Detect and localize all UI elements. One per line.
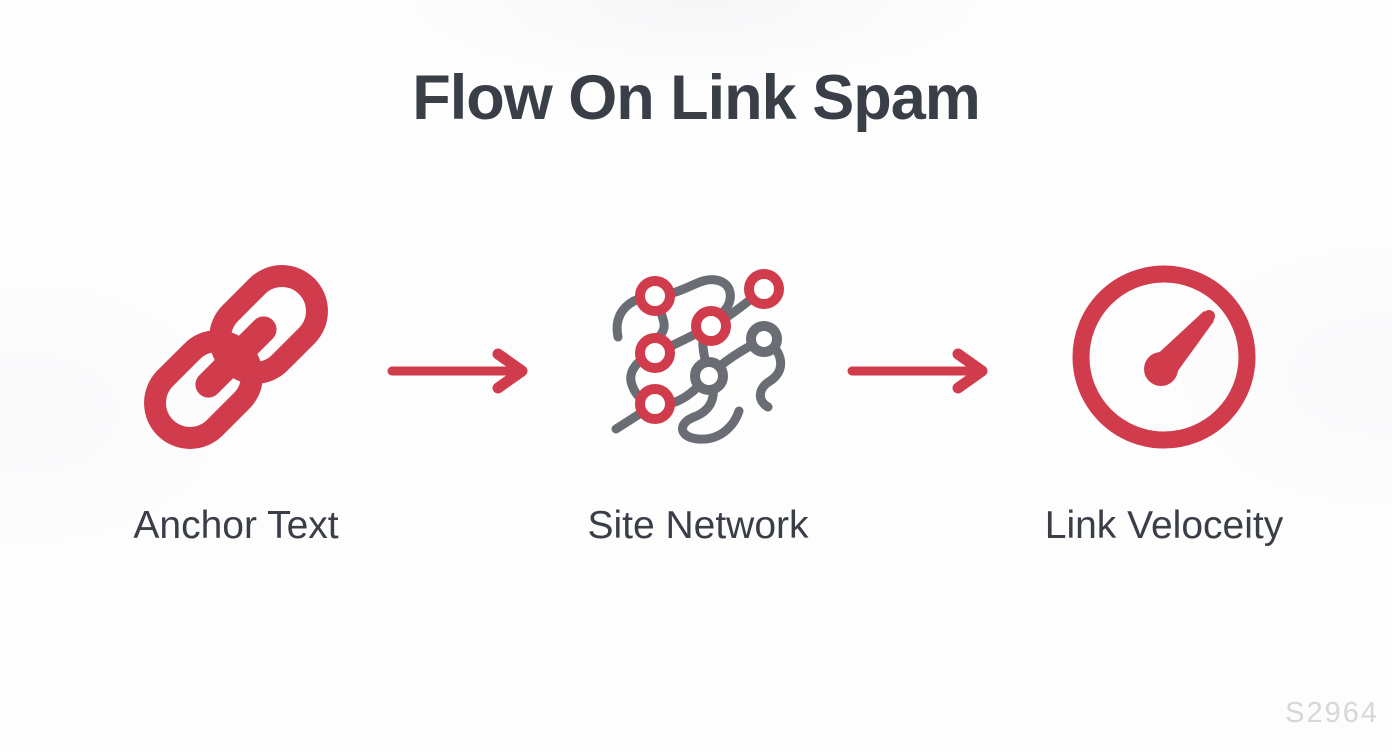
step-label-site-network: Site Network [587,504,809,547]
page-title: Flow On Link Spam [412,63,981,133]
watermark-text: S2964 [1285,697,1379,729]
arrow-icon [386,348,538,394]
step-label-link-velocity: Link Veloceity [1044,504,1284,547]
flow-step-site-network: Site Network [538,252,858,548]
flow-step-anchor-text: Anchor Text [76,252,396,548]
speedometer-icon [1059,252,1269,462]
network-icon [593,252,803,462]
step-label-anchor-text: Anchor Text [133,504,339,547]
chain-link-icon [131,252,341,462]
arrow-icon [846,348,998,394]
flow-step-link-velocity: Link Veloceity [1004,252,1324,548]
